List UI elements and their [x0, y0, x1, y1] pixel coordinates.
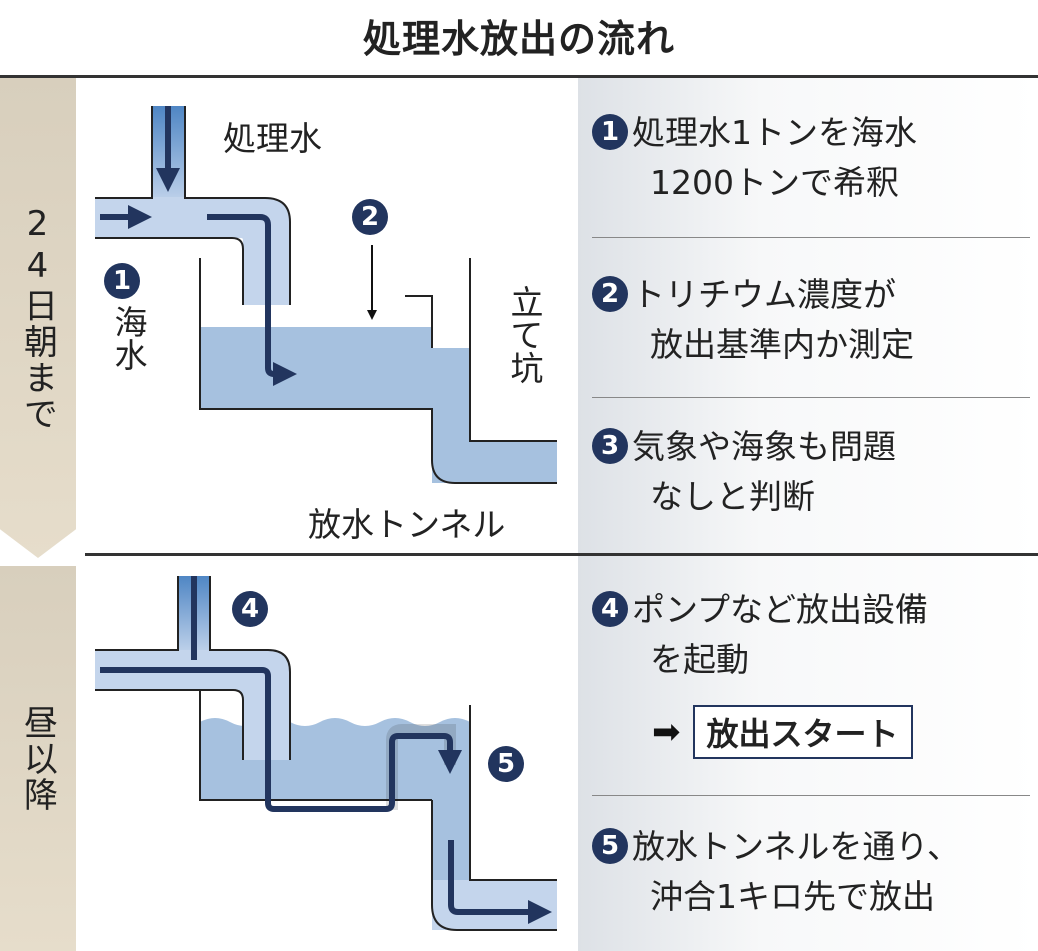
right-arrow-icon: ➡	[652, 712, 681, 752]
phase-after: 昼以降	[0, 566, 76, 951]
step-number: 1	[592, 114, 628, 150]
flow-diagram	[95, 106, 557, 931]
phase-divider	[85, 553, 1038, 556]
separator	[592, 237, 1030, 238]
step-text: 処理水1トンを海水	[632, 113, 917, 152]
step-number: 2	[592, 276, 628, 312]
marker-5: 5	[488, 746, 524, 782]
label-treated-water: 処理水	[223, 119, 322, 158]
top-diagram	[95, 106, 557, 484]
step-text: トリチウム濃度が	[632, 275, 896, 314]
step-text: 1200トンで希釈	[650, 163, 899, 202]
release-start: ➡ 放出スタート	[652, 705, 913, 759]
marker-4: 4	[232, 591, 268, 627]
release-start-label: 放出スタート	[692, 705, 913, 759]
marker-1: 1	[104, 263, 140, 299]
step-number: 3	[592, 428, 628, 464]
label-shaft: 立て坑	[505, 285, 544, 384]
page-title: 処理水放出の流れ	[362, 17, 675, 61]
steps-panel	[578, 78, 1038, 951]
phase-label: 昼以降	[17, 704, 58, 813]
step-text: 沖合1キロ先で放出	[650, 877, 935, 916]
phase-before: 24日朝まで	[0, 78, 76, 558]
step-number: 4	[592, 591, 628, 627]
step-text: 放出基準内か測定	[650, 325, 914, 364]
step-text: 放水トンネルを通り、	[632, 827, 961, 866]
phase-label: 24日朝まで	[17, 204, 58, 432]
step-number: 5	[592, 828, 628, 864]
title-divider	[0, 75, 1038, 78]
step-text: を起動	[650, 640, 749, 679]
separator	[592, 397, 1030, 398]
marker-2: 2	[352, 199, 388, 235]
label-sea-water: 海水	[109, 305, 148, 371]
label-tunnel: 放水トンネル	[308, 505, 506, 544]
step-text: 気象や海象も問題	[632, 427, 896, 466]
separator	[592, 795, 1030, 796]
step-text: なしと判断	[650, 477, 815, 516]
step-text: ポンプなど放出設備	[632, 590, 929, 629]
bottom-diagram	[95, 576, 557, 931]
